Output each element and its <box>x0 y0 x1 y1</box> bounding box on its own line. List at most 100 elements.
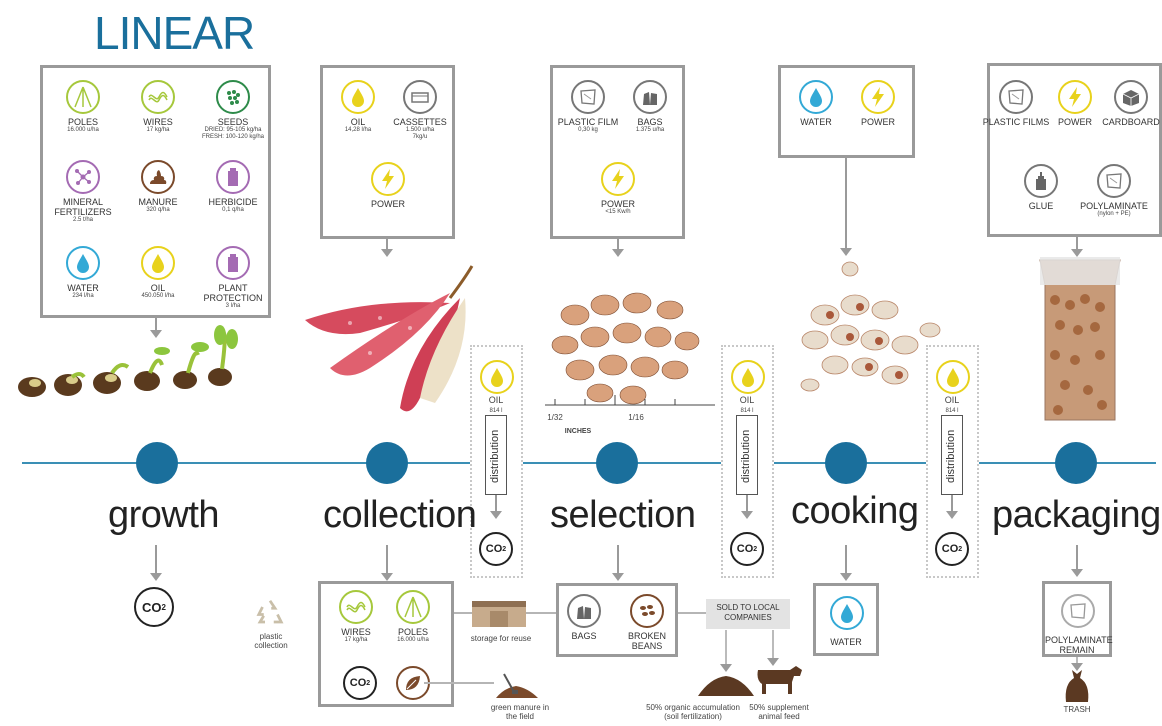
collection-inputs-box: OIL 14,28 l/ha CASSETTES 1.500 u/ha 7kg/… <box>320 65 455 239</box>
herbicide-icon <box>216 160 250 194</box>
power-label: POWER <box>370 199 405 209</box>
timeline-line <box>22 462 1156 464</box>
wires-icon <box>339 590 373 624</box>
cardboard-item: CARDBOARD <box>1091 80 1162 127</box>
poles-item: POLES 16.000 u/ha <box>373 590 453 644</box>
bags-icon <box>633 80 667 114</box>
distribution-label-box <box>941 415 963 495</box>
organic-arrow <box>720 630 732 672</box>
cow-icon <box>757 666 802 694</box>
cassettes-item: CASSETTES 1.500 u/ha 7kg/u <box>380 80 460 141</box>
plastic-film-label: PLASTIC FILM <box>557 117 619 127</box>
collection-node <box>366 442 408 484</box>
sold-connector <box>678 612 706 614</box>
water-icon <box>830 596 864 630</box>
power-item: POWER <box>1035 80 1115 127</box>
stage-cooking: cooking <box>791 490 919 532</box>
seeds-icon <box>216 80 250 114</box>
broken-beans-item: BROKEN BEANS <box>607 594 687 651</box>
poles-icon <box>66 80 100 114</box>
stage-growth: growth <box>108 494 220 536</box>
wires-detail: 17 kg/ha <box>344 637 368 643</box>
collection-input-arrow <box>381 239 393 257</box>
water-icon <box>799 80 833 114</box>
growth-node <box>136 442 178 484</box>
power-label: POWER <box>600 199 635 209</box>
oil-icon <box>480 360 514 394</box>
dist-oil-label: OIL <box>944 395 960 405</box>
beans-on-ruler-image <box>545 292 715 406</box>
cooking-node <box>825 442 867 484</box>
cassettes-label: CASSETTES <box>393 117 447 127</box>
dist-oil-label: OIL <box>488 395 504 405</box>
growth-output-arrow <box>150 545 162 581</box>
herbicide-label: HERBICIDE <box>208 197 258 207</box>
ruler-unit: INCHES <box>564 428 592 435</box>
wires-icon <box>141 80 175 114</box>
plant-protection-detail: 3 l/ha <box>225 303 241 309</box>
bags-label: BAGS <box>637 117 663 127</box>
power-icon <box>601 162 635 196</box>
power-detail: <15 Kw/h <box>605 209 631 215</box>
plastic-films-icon <box>999 80 1033 114</box>
wires-item: WIRES 17 kg/ha <box>118 80 198 134</box>
fertilizer-label-2: FERTILIZERS <box>54 207 112 217</box>
power-item: POWER <box>838 80 918 127</box>
power-icon <box>371 162 405 196</box>
bags-icon <box>567 594 601 628</box>
plant-protection-icon <box>216 246 250 280</box>
herbicide-detail: 0,1 q/ha <box>222 207 244 213</box>
green-manure-label: green manure in the field <box>490 703 550 721</box>
plastic-film-detail: 0,30 kg <box>578 127 598 133</box>
distribution-label: distribution <box>945 429 957 483</box>
trash-arrow <box>1071 657 1083 671</box>
cardboard-icon <box>1114 80 1148 114</box>
plant-protection-item: PLANT PROTECTION 3 l/ha <box>193 246 273 310</box>
bags-label: BAGS <box>571 631 597 641</box>
water-item: WATER <box>776 80 856 127</box>
water-item: WATER 234 l/ha <box>43 246 123 300</box>
poles-label: POLES <box>67 117 98 127</box>
trash-bag-icon <box>1065 670 1089 702</box>
manure-icon <box>141 160 175 194</box>
distribution-label: distribution <box>489 429 501 483</box>
distribution-arrow-3 <box>946 495 958 519</box>
seeds-label: SEEDS <box>217 117 249 127</box>
power-icon <box>1058 80 1092 114</box>
packaging-inputs-box: PLASTIC FILMS POWER CARDBOARD GLUE POLYL… <box>983 63 1162 237</box>
cooking-output-arrow <box>840 545 852 581</box>
polylaminate-remain-label: POLYLAMINATE REMAIN <box>1045 635 1113 655</box>
diagram-title: LINEAR <box>94 7 255 59</box>
plastic-films-label: PLASTIC FILMS <box>982 117 1050 127</box>
fertilizer-item: MINERAL FERTILIZERS 2.5 t/ha <box>43 160 123 224</box>
selection-output-arrow <box>612 545 624 581</box>
power-label: POWER <box>860 117 895 127</box>
stage-collection: collection <box>323 494 477 536</box>
seeds-detail-2: FRESH: 100-120 kg/ha <box>201 134 265 140</box>
organic-label: 50% organic accumulation (soil fertiliza… <box>646 703 740 721</box>
storage-label: storage for reuse <box>470 634 532 643</box>
growth-input-arrow <box>150 318 162 338</box>
distribution-label-box <box>485 415 507 495</box>
bags-item: BAGS <box>544 594 624 641</box>
oil-item: OIL 14,28 l/ha <box>318 80 398 134</box>
fertilizer-detail: 2.5 t/ha <box>72 217 93 223</box>
plant-protection-label-2: PROTECTION <box>203 293 263 303</box>
distribution-arrow-2 <box>741 495 753 519</box>
selection-output-box: BAGS BROKEN BEANS <box>556 583 678 657</box>
seeds-detail: DRIED: 95-105 kg/ha <box>204 127 262 133</box>
packaging-output-box: POLYLAMINATE REMAIN <box>1042 581 1113 657</box>
fertilizer-icon <box>66 160 100 194</box>
power-icon <box>861 80 895 114</box>
water-label: WATER <box>830 637 862 647</box>
glue-label: GLUE <box>1028 201 1054 211</box>
collection-output-arrow <box>381 545 393 581</box>
sold-to-box: SOLD TO LOCAL COMPANIES <box>706 599 790 629</box>
wires-label: WIRES <box>143 117 173 127</box>
manure-item: MANURE 320 q/ha <box>118 160 198 214</box>
sprouting-beans-image <box>18 325 238 397</box>
packaging-input-arrow <box>1071 237 1083 257</box>
plastic-film-icon <box>571 80 605 114</box>
ruler-mark-2: 1/16 <box>628 413 644 422</box>
